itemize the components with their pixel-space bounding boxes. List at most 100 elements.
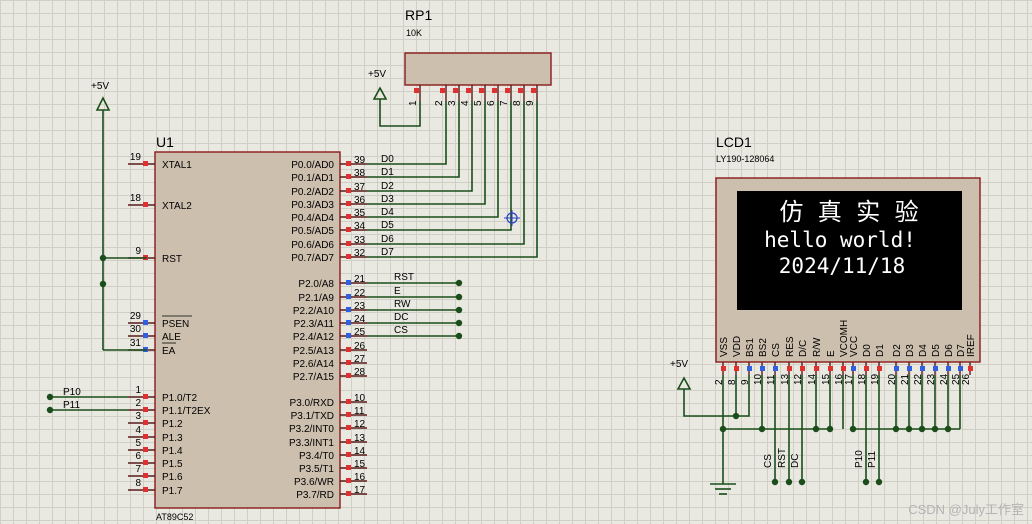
u1-left-pin-number: 5 [135, 438, 141, 449]
u1-right-pin-name: P2.1/A9 [298, 293, 334, 304]
junction-dot [719, 425, 727, 433]
u1-right-pin-name: P0.1/AD1 [291, 173, 334, 184]
u1-right-pin-marker [346, 412, 351, 417]
junction-dot [455, 279, 463, 287]
lcd1-pin-number: 9 [740, 379, 751, 385]
p2-net-label: RW [394, 299, 411, 310]
lcd1-screen [737, 191, 962, 310]
lcd1-pin-name: RES [785, 336, 796, 357]
u1-right-pin-marker [346, 201, 351, 206]
rp1-pin-marker [440, 88, 445, 93]
lcd1-pin-name: D3 [905, 344, 916, 357]
u1-right-pin-number: 37 [354, 182, 366, 193]
u1-body [154, 151, 341, 509]
junction-dot [732, 412, 740, 420]
u1-right-pin-number: 39 [354, 155, 366, 166]
u1-right-pin-number: 26 [354, 341, 366, 352]
u1-right-pin-marker [346, 465, 351, 470]
u1-right-pin-marker [346, 478, 351, 483]
u1-part: AT89C52 [156, 512, 193, 522]
u1-right-pin-number: 16 [354, 472, 366, 483]
lcd1-pin-name: R/W [812, 337, 823, 357]
p2-net-label: CS [394, 325, 408, 336]
u1-right-pin-number: 24 [354, 314, 366, 325]
u1-right-pin-marker [346, 280, 351, 285]
p0-net-label: D1 [381, 167, 394, 178]
u1-right-pin-name: P0.5/AD5 [291, 226, 334, 237]
u1-right-pin-number: 32 [354, 248, 366, 259]
p2-net-label: RST [394, 272, 414, 283]
lcd1-pin-number: 15 [821, 373, 832, 385]
u1-right-pin-number: 13 [354, 433, 366, 444]
lcd1-pin-marker [946, 366, 951, 371]
lcd1-line-2: hello world! [764, 228, 916, 252]
u1-left-pin-name: ALE [162, 332, 181, 343]
junction-dot [944, 425, 952, 433]
u1-right-pin-number: 36 [354, 195, 366, 206]
p2-net-label: E [394, 286, 401, 297]
lcd1-pin-name: IREF [966, 334, 977, 357]
u1-left-pin-number: 29 [130, 311, 142, 322]
junction-dot [455, 293, 463, 301]
u1-right-pin-marker [346, 188, 351, 193]
u1-right-pin-name: P3.3/INT1 [289, 438, 334, 449]
lcd1-pin-number: 8 [727, 379, 738, 385]
rp1-body [404, 52, 552, 86]
power-vcc-lcd: +5V [670, 359, 692, 390]
lcd1-pin-name: D2 [892, 344, 903, 357]
junction-dot [455, 332, 463, 340]
u1-right-pin-number: 22 [354, 288, 366, 299]
lcd1-pin-number: 2 [714, 379, 725, 385]
u1-right-pin-number: 25 [354, 327, 366, 338]
u1-right-pin-name: P0.4/AD4 [291, 213, 334, 224]
u1-left-pin-number: 2 [135, 398, 141, 409]
u1-right-pin-name: P2.5/A13 [293, 346, 335, 357]
u1-right-pin-name: P2.6/A14 [293, 359, 335, 370]
u1-right-pin-number: 28 [354, 367, 366, 378]
rp1-pin-number: 3 [447, 100, 458, 106]
p0-net-label: D0 [381, 154, 394, 165]
p0-wire [367, 101, 473, 192]
lcd1-pin-marker [828, 366, 833, 371]
u1-right-pin-number: 14 [354, 446, 366, 457]
lcd1-pin-name: D5 [931, 344, 942, 357]
u1-right-pin-marker [346, 214, 351, 219]
u1-right-pin-marker [346, 227, 351, 232]
u1-right-pin-marker [346, 333, 351, 338]
lcd1-model: LY190-128064 [716, 154, 774, 164]
junction-dot [99, 254, 107, 262]
lcd1-pin-marker [814, 366, 819, 371]
bus-wires [50, 101, 538, 411]
u1-right-pin-number: 35 [354, 208, 366, 219]
rp1-pin-number: 4 [460, 100, 471, 106]
u1-right-pin-number: 12 [354, 419, 366, 430]
u1-right-pin-marker [346, 439, 351, 444]
rp1-pin-marker [505, 88, 510, 93]
u1-left-pin-marker [143, 487, 148, 492]
lcd1-pin-number: 10 [753, 373, 764, 385]
u1-left-pin-marker [143, 320, 148, 325]
p0-net-label: D4 [381, 207, 394, 218]
lcd1-display[interactable]: LCD1 LY190-128064 仿 真 实 验 hello world! 2… [714, 134, 981, 385]
u1-right-pin-number: 34 [354, 221, 366, 232]
u1-left-pin-marker [143, 394, 148, 399]
lcd1-pin-number: 11 [766, 374, 777, 385]
rp1-pin-number: 9 [525, 100, 536, 106]
u1-chip[interactable]: U1 AT89C52 19XTAL118XTAL29RST29PSEN30ALE… [128, 134, 367, 522]
u1-left-pin-number: 9 [135, 246, 141, 257]
lcd1-line-1: 仿 真 实 验 [779, 198, 918, 226]
junction-dot [455, 319, 463, 327]
u1-right-pin-name: P2.3/A11 [294, 319, 335, 330]
u1-right-pin-marker [346, 161, 351, 166]
u1-right-pin-name: P2.4/A12 [293, 332, 335, 343]
rp1-pin-number: 1 [408, 100, 419, 106]
lcd1-pin-name: BS1 [745, 338, 756, 357]
watermark: CSDN @July工作室 [908, 502, 1024, 517]
u1-left-pin-marker [143, 333, 148, 338]
u1-right-pins: 39P0.0/AD038P0.1/AD137P0.2/AD236P0.3/AD3… [289, 155, 367, 501]
ground-icon [710, 483, 736, 495]
u1-left-pin-name: P1.3 [162, 433, 183, 444]
u1-left-pin-number: 30 [130, 324, 142, 335]
